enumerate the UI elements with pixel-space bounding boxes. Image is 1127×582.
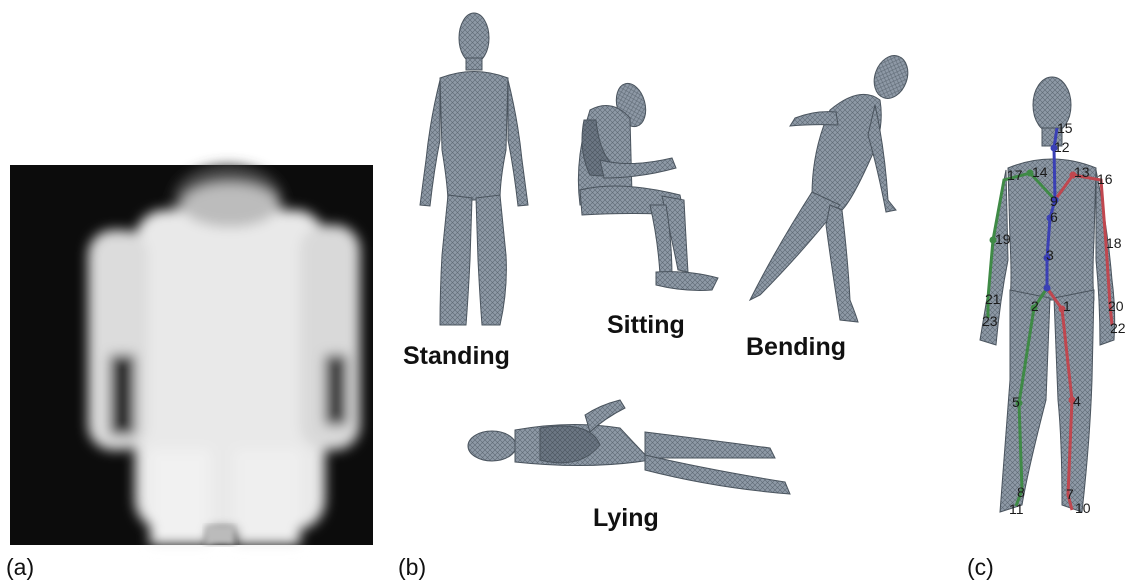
joint-label-10: 10 [1075,500,1091,516]
joint-label-21: 21 [985,291,1001,307]
joint-label-1: 1 [1063,298,1071,314]
pose-label-bending: Bending [746,333,846,361]
joint-label-5: 5 [1012,394,1020,410]
lying-mesh [468,400,790,494]
pose-label-sitting: Sitting [607,311,685,339]
joint-label-2: 2 [1031,298,1039,314]
thermal-image [10,165,373,545]
joint-label-23: 23 [982,313,998,329]
sitting-mesh [578,80,718,290]
joint-label-13: 13 [1074,164,1090,180]
joint-label-20: 20 [1108,298,1124,314]
joint-label-11: 11 [1009,501,1024,517]
joint-label-4: 4 [1073,393,1081,409]
panel-label-b: (b) [398,554,426,580]
joint-label-15: 15 [1057,120,1073,136]
bending-mesh [750,51,914,322]
joint-label-18: 18 [1106,235,1122,251]
joint-label-3: 3 [1046,247,1054,263]
joint-label-7: 7 [1066,486,1074,502]
joint-label-19: 19 [995,231,1011,247]
panel-label-a: (a) [6,554,34,580]
joint-label-9: 9 [1050,193,1058,209]
standing-mesh [420,13,528,325]
joint-label-14: 14 [1032,164,1048,180]
pose-label-lying: Lying [593,504,659,532]
joint-label-17: 17 [1007,167,1023,183]
joint-label-12: 12 [1054,139,1070,155]
joint-label-16: 16 [1097,171,1113,187]
panel-label-c: (c) [967,554,994,580]
joint-label-22: 22 [1110,320,1126,336]
joint-label-8: 8 [1017,484,1025,500]
pose-label-standing: Standing [403,342,510,370]
joint-label-6: 6 [1050,209,1058,225]
joint-dot [1044,285,1051,292]
